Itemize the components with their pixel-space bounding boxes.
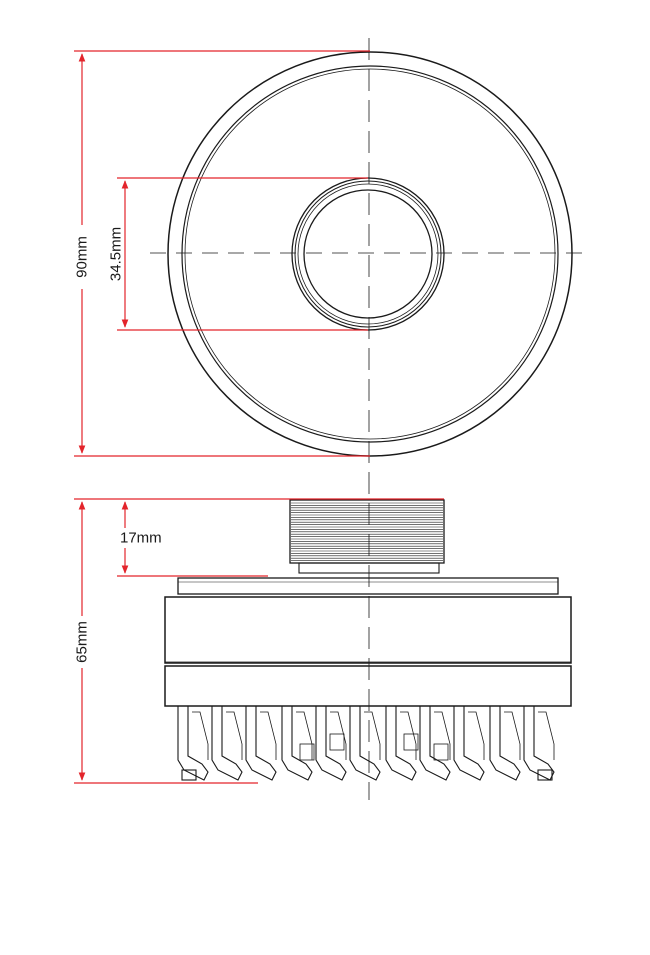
throat-ring-2: [297, 183, 439, 325]
label-mask-17: [118, 528, 176, 548]
label-mask-65: [73, 616, 91, 668]
cooling-fin: [385, 706, 417, 781]
cooling-fin-detail: [364, 711, 381, 760]
dimension-label-90mm: 90mm: [74, 236, 91, 278]
cooling-fin: [489, 706, 521, 781]
thread-dimension: 17mm: [74, 498, 444, 577]
label-mask-34-5: [106, 211, 124, 293]
throat-outer-circle: [291, 177, 445, 331]
cooling-fin: [349, 706, 381, 781]
cooling-fin-detail: [434, 711, 451, 760]
cooling-fin-detail: [468, 711, 485, 760]
flange: [177, 577, 559, 595]
cooling-fin-detail: [226, 711, 243, 760]
cooling-fin: [419, 706, 451, 781]
cooling-fin-detail: [296, 711, 313, 760]
cooling-fin: [211, 706, 243, 781]
inner-flange-circle: [184, 68, 556, 440]
top-view: [150, 51, 590, 457]
base-foot: [537, 769, 553, 781]
throat-inner-circle: [303, 189, 433, 319]
label-mask-90: [73, 225, 91, 289]
cooling-fin: [453, 706, 485, 781]
cooling-fin-detail: [504, 711, 521, 760]
threaded-neck: [289, 499, 445, 574]
phase-plug-detail: [433, 743, 449, 761]
cooling-fin-detail: [330, 711, 347, 760]
cooling-fin: [177, 706, 209, 781]
cooling-fin-detail: [538, 711, 555, 760]
cooling-fins: [177, 706, 555, 781]
diameter-dimension: 90mm: [73, 50, 370, 457]
dimension-label-17mm: 17mm: [120, 530, 162, 547]
phase-plug-detail: [299, 743, 315, 761]
phase-plug-detail: [403, 733, 419, 751]
cooling-fin: [281, 706, 313, 781]
cooling-fin: [315, 706, 347, 781]
outer-body-circle: [167, 51, 573, 457]
dimension-label-65mm: 65mm: [74, 621, 91, 663]
throat-ring-1: [294, 180, 442, 328]
cooling-fin: [245, 706, 277, 781]
height-dimension: 65mm: [73, 501, 258, 784]
dimension-label-34-5mm: 34.5mm: [108, 227, 125, 281]
outer-flange-circle: [181, 65, 559, 443]
cooling-fin: [523, 706, 555, 781]
throat-dimension: 34.5mm: [106, 177, 368, 331]
cooling-fin-detail: [260, 711, 277, 760]
cooling-fin-detail: [400, 711, 417, 760]
phase-plug-detail: [329, 733, 345, 751]
base-foot: [181, 769, 197, 781]
magnet-body: [164, 596, 572, 707]
side-view: [164, 499, 572, 781]
cooling-fin-detail: [192, 711, 209, 760]
